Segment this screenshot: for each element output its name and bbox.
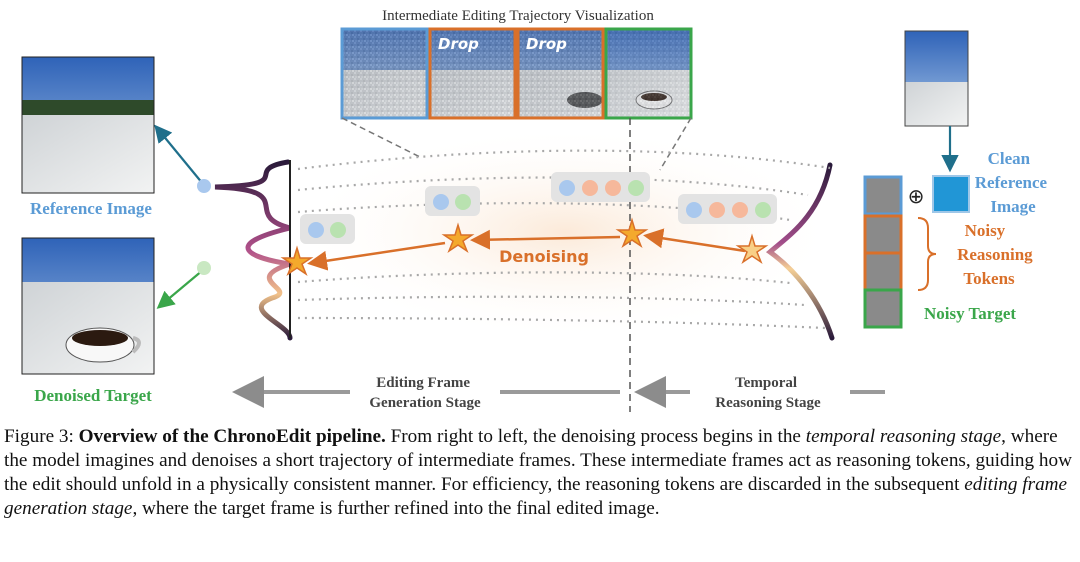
denoised-target-image [21, 237, 155, 375]
star-icon-3 [615, 217, 649, 248]
token-chip-1 [300, 214, 355, 244]
dashed-connector-right [659, 117, 692, 171]
clean-reference-thumbnail [904, 30, 969, 127]
left-distribution-curve [214, 159, 293, 341]
trajectory-title: Intermediate Editing Trajectory Visualiz… [382, 8, 654, 24]
editing-stage-label: Editing Frame Generation Stage [369, 375, 481, 411]
editing-stage-arrow [232, 372, 620, 412]
arrow-to-reference [154, 124, 204, 185]
trajectory-frame-3: Drop [516, 27, 605, 120]
denoising-arrows [307, 228, 746, 271]
star-icon-4 [735, 233, 769, 264]
reference-image-label: Reference Image [30, 199, 152, 218]
frame-tag-drop-2: Drop [526, 35, 567, 53]
star-icons [280, 217, 769, 276]
caption-bold: Overview of the ChronoEdit pipeline. [78, 426, 386, 447]
star-icon-2 [441, 222, 475, 253]
caption-text-1: From right to left, the denoising proces… [385, 426, 806, 447]
clean-reference-label: Clean Reference Image [975, 149, 1052, 216]
token-chip-3 [551, 172, 650, 202]
right-distribution-curve [765, 162, 835, 341]
caption-italic-2: editing frame generation stage [4, 474, 1068, 519]
star-icon-1 [280, 245, 314, 276]
token-stack [863, 175, 903, 329]
token-chip-4 [678, 194, 777, 224]
temporal-stage-arrow [634, 372, 885, 412]
temporal-stage-label: Temporal Reasoning Stage [715, 375, 821, 411]
pipeline-diagram: Intermediate Editing Trajectory Visualiz… [21, 8, 1052, 412]
denoised-target-label: Denoised Target [34, 386, 152, 405]
figure-caption: Figure 3: Overview of the ChronoEdit pip… [4, 425, 1076, 521]
reasoning-brace [917, 217, 937, 291]
caption-italic-1: temporal reasoning stage [805, 426, 1002, 447]
trajectory-frame-4 [604, 27, 693, 120]
caption-text-2: , where the model imagines and denoises … [4, 426, 1072, 495]
diagram-glow [290, 125, 840, 340]
caption-prefix: Figure 3: [4, 426, 79, 447]
reference-dot [197, 179, 211, 193]
clean-reference-token [932, 175, 970, 213]
token-chip-2 [425, 186, 480, 216]
reference-image [21, 56, 155, 194]
frame-tag-drop-1: Drop [438, 35, 479, 53]
denoising-label: Denoising [499, 247, 589, 266]
noisy-target-label: Noisy Target [924, 304, 1016, 323]
caption-text-3: , where the target frame is further refi… [132, 498, 660, 519]
noisy-reasoning-label: Noisy Reasoning Tokens [957, 221, 1037, 288]
target-dot [197, 261, 211, 275]
dashed-connector-left [341, 117, 423, 159]
trajectory-frame-1 [340, 27, 429, 120]
dotted-trajectories [297, 149, 831, 330]
arrow-to-denoised [156, 269, 204, 309]
plus-icon: ⊕ [908, 184, 925, 208]
trajectory-frame-2: Drop [428, 27, 517, 120]
